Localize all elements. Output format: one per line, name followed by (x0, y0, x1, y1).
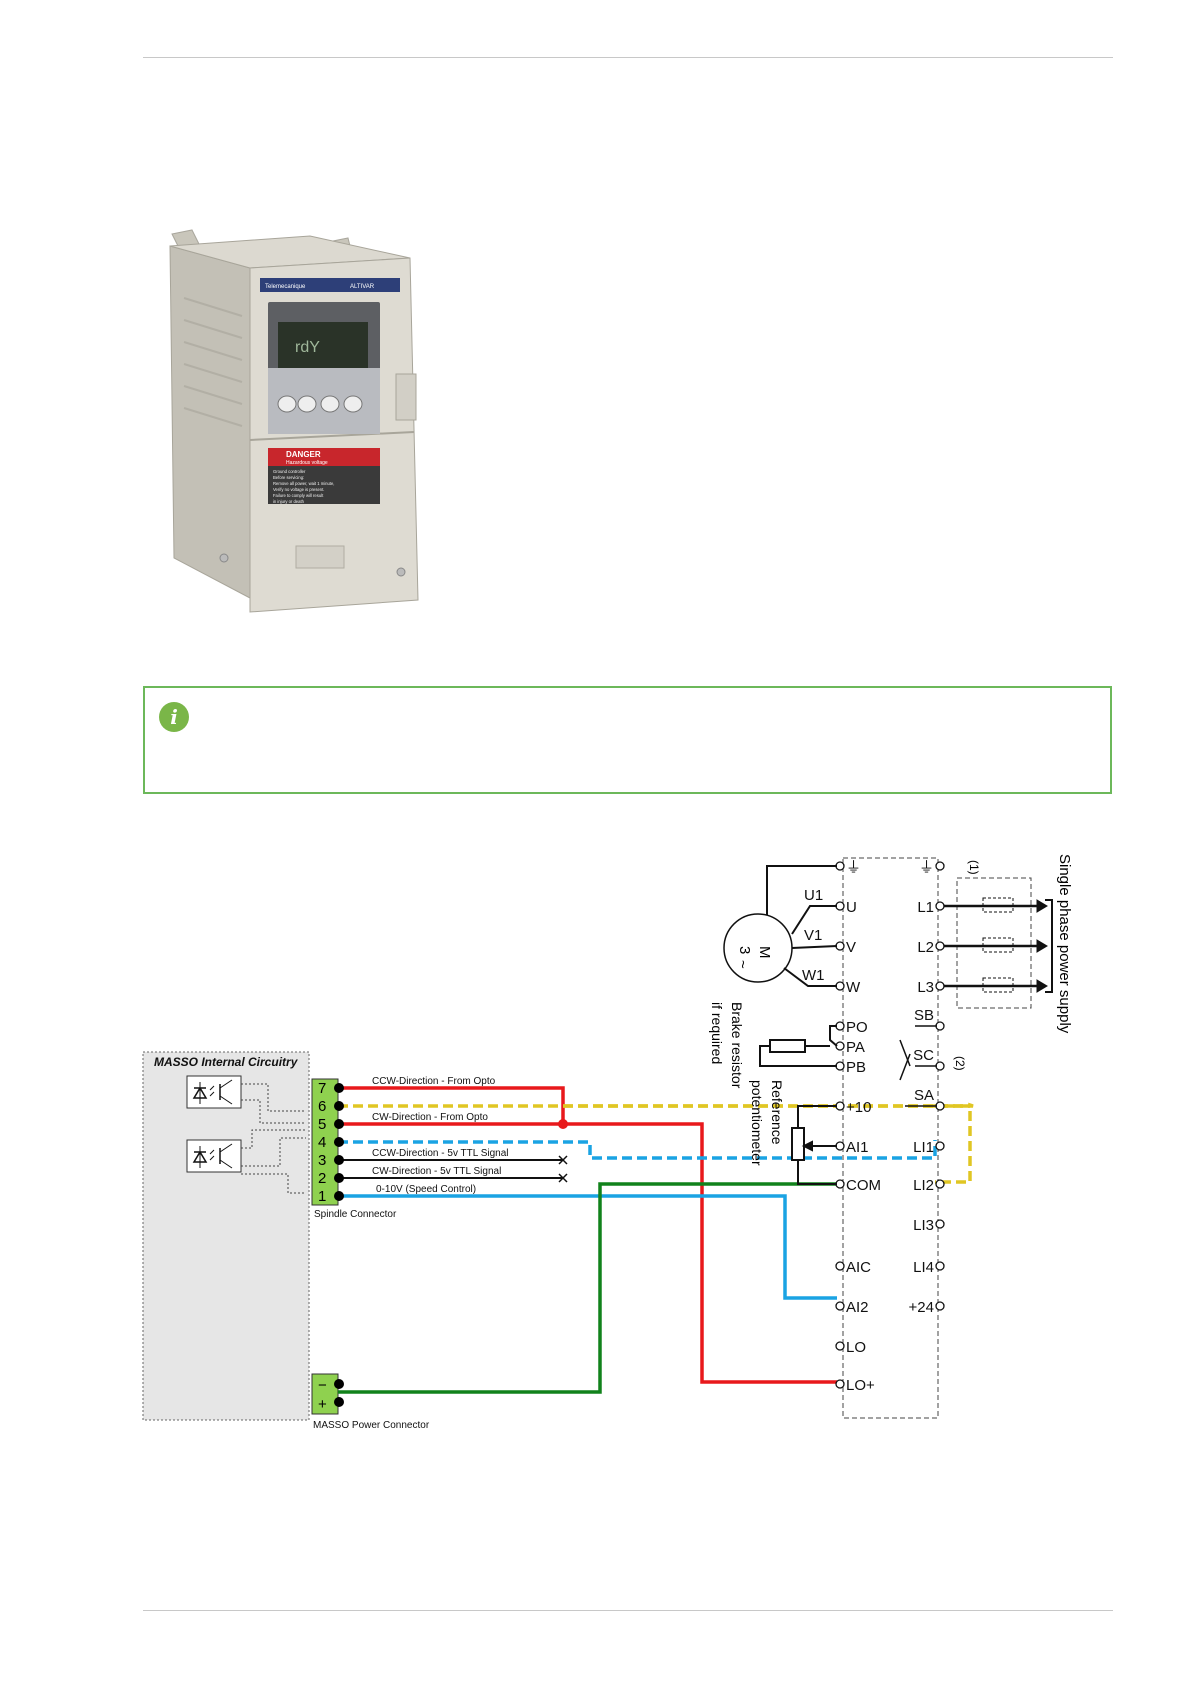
terminal-aic: AIC (846, 1259, 871, 1276)
note-2-label: (2) (953, 1056, 967, 1071)
junction-dot (558, 1119, 568, 1129)
warning-line-6: in injury or death (273, 499, 305, 504)
masso-power-connector (311, 1373, 339, 1415)
footer-rule (143, 1610, 1113, 1611)
signal-speed-control: 0-10V (Speed Control) (376, 1184, 476, 1195)
power-pin-minus: − (318, 1377, 327, 1394)
power-connector-label: MASSO Power Connector (313, 1420, 430, 1431)
masso-title: MASSO Internal Circuitry (154, 1055, 299, 1069)
info-icon: i (159, 702, 189, 732)
label-u1: U1 (804, 887, 823, 904)
pin-6: 6 (318, 1098, 326, 1115)
model-label: ALTIVAR (350, 284, 375, 290)
pin-3: 3 (318, 1152, 326, 1169)
brand-label: Telemecanique (265, 284, 306, 290)
info-note: i (143, 686, 1112, 794)
wire-yellow-return (930, 1104, 972, 1184)
terminal-w: W (846, 979, 861, 996)
terminal-ai2: AI2 (846, 1299, 869, 1316)
wire-ccw-ttl-blue (338, 1140, 937, 1160)
pin-1: 1 (318, 1188, 326, 1205)
wire-speed-blue (338, 1194, 837, 1300)
masso-internal-box (142, 1051, 310, 1421)
motor-phase: 3 (736, 946, 753, 954)
terminal-l3: L3 (917, 979, 934, 996)
terminal-ai1: AI1 (846, 1139, 869, 1156)
pin-2: 2 (318, 1170, 326, 1187)
terminal-l2: L2 (917, 939, 934, 956)
reference-potentiometer (791, 1105, 837, 1185)
brake-resistor-label-2: if required (709, 1002, 725, 1064)
terminal-plus10: +10 (846, 1099, 871, 1116)
signal-cw-opto: CW-Direction - From Opto (372, 1112, 488, 1123)
pin-4: 4 (318, 1134, 326, 1151)
terminal-sc: SC (913, 1047, 934, 1064)
pin-5: 5 (318, 1116, 326, 1133)
power-supply-label: Single phase power supply (1056, 854, 1073, 1034)
power-pin-plus: + (318, 1396, 327, 1413)
warning-title: DANGER (286, 450, 321, 459)
relay-contacts (899, 1025, 937, 1107)
terminal-ground-right: ⏚ (919, 859, 934, 876)
pin-7: 7 (318, 1080, 326, 1097)
warning-line-5: Failure to comply will result (273, 493, 324, 498)
terminal-com: COM (846, 1177, 881, 1194)
signal-ccw-opto: CCW-Direction - From Opto (372, 1076, 496, 1087)
terminal-li1: LI1 (913, 1139, 934, 1156)
warning-line-3: Remove all power, wait 1 minute, (273, 481, 334, 486)
terminal-sb: SB (914, 1007, 934, 1024)
optocoupler-1 (186, 1075, 242, 1109)
optocoupler-2 (186, 1139, 242, 1173)
line-filter (944, 897, 1053, 993)
warning-line-2: Before servicing: (273, 475, 304, 480)
display-value: rdY (295, 339, 320, 356)
label-w1: W1 (802, 967, 825, 984)
wire-ground-green (338, 1182, 837, 1394)
terminal-pa: PA (846, 1039, 865, 1056)
terminal-sa: SA (914, 1087, 934, 1104)
motor-label: M (756, 946, 773, 959)
brake-resistor (759, 1025, 838, 1067)
terminal-u: U (846, 899, 857, 916)
spindle-connector-label: Spindle Connector (314, 1209, 397, 1220)
terminal-v: V (846, 939, 856, 956)
wire-ccw-opto-red (338, 1086, 565, 1124)
warning-line-1: Ground controller (273, 469, 306, 474)
reference-pot-label-2: potentiometer (749, 1080, 765, 1166)
spindle-connector (311, 1078, 339, 1206)
label-v1: V1 (804, 927, 822, 944)
signal-ccw-ttl: CCW-Direction - 5v TTL Signal (372, 1148, 509, 1159)
line-filter-box (956, 877, 1032, 1009)
terminal-li3: LI3 (913, 1217, 934, 1234)
warning-line-4: Verify no voltage is present. (273, 487, 324, 492)
terminal-pb: PB (846, 1059, 866, 1076)
terminal-plus24: +24 (909, 1299, 934, 1316)
wire-cw-opto-red (338, 1122, 837, 1384)
brake-resistor-label-1: Brake resistor (729, 1002, 745, 1089)
terminal-l1: L1 (917, 899, 934, 916)
header-rule (143, 57, 1113, 58)
motor-ac: ~ (734, 960, 751, 969)
terminal-lo-plus: LO+ (846, 1377, 875, 1394)
terminal-li4: LI4 (913, 1259, 934, 1276)
signal-cw-ttl: CW-Direction - 5v TTL Signal (372, 1166, 501, 1177)
vfd-product-photo: Telemecanique ALTIVAR rdY DANGER Hazardo… (169, 229, 419, 613)
reference-pot-label-1: Reference (769, 1080, 785, 1145)
terminal-ground-left: ⏚ (846, 859, 861, 876)
motor-symbol (723, 865, 838, 987)
warning-subtitle: Hazardous voltage (286, 460, 328, 466)
terminal-po: PO (846, 1019, 868, 1036)
terminal-li2: LI2 (913, 1177, 934, 1194)
terminal-lo: LO (846, 1339, 866, 1356)
note-1-label: (1) (967, 860, 981, 875)
wiring-diagram: MASSO Internal Circuitry 7 6 5 (142, 854, 1073, 1431)
